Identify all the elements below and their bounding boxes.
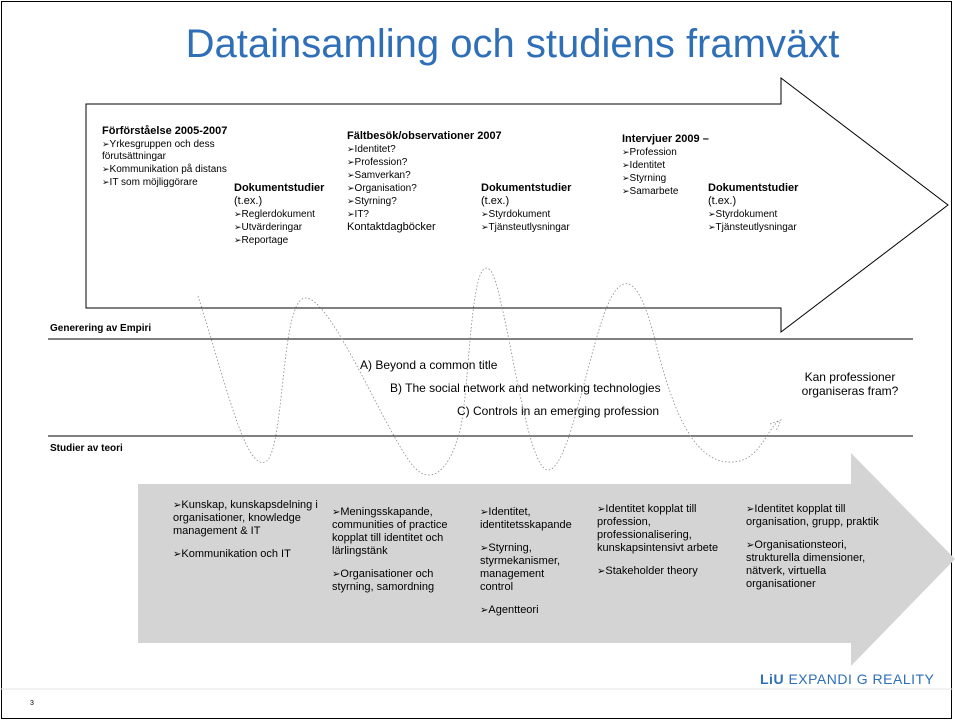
paper-a: A) Beyond a common title — [360, 358, 498, 372]
block-extra: Kontaktdagböcker — [347, 221, 436, 233]
block-sub: (t.ex.) — [708, 195, 737, 207]
empiri-arrow — [85, 76, 949, 334]
theory-item: Organisationer och styrning, samordning — [332, 568, 470, 594]
block-heading: Dokumentstudier — [234, 182, 325, 194]
list-item: Samarbete — [622, 185, 732, 198]
theory-item: Identitet kopplat till profession, profe… — [597, 503, 737, 555]
list-item: Profession? — [347, 156, 517, 169]
slide-title: Datainsamling och studiens framväxt — [185, 22, 840, 66]
theory-item: Styrning, styrmekanismer, management con… — [480, 542, 580, 594]
theory-column-4: Identitet kopplat till profession, profe… — [597, 503, 737, 588]
liu-logo: LiU EXPANDI G REALITY — [760, 671, 934, 687]
block-heading: Fältbesök/observationer 2007 — [347, 130, 502, 142]
list-item: Kommunikation på distans — [102, 163, 232, 176]
theory-item: Identitet, identitetsskapande — [480, 506, 580, 532]
band-label-teori: Studier av teori — [50, 443, 123, 454]
logo-liu: LiU — [760, 671, 785, 687]
list-item: Tjänsteutlysningar — [708, 221, 818, 234]
theory-column-1: Kunskap, kunskapsdelning i organisatione… — [173, 499, 323, 571]
theory-item: Meningsskapande, communities of practice… — [332, 506, 470, 558]
logo-tagline: EXPANDI G REALITY — [788, 671, 935, 687]
block-dokumentstudier-2: Dokumentstudier (t.ex.) Styrdokument Tjä… — [481, 182, 591, 234]
question-text: Kan professioner organiseras fram? — [801, 370, 899, 398]
block-sub: (t.ex.) — [234, 195, 263, 207]
theory-item: Kommunikation och IT — [173, 548, 323, 561]
list-item: Styrning — [622, 172, 732, 185]
wave-line — [197, 267, 781, 476]
page-number: 3 — [30, 700, 34, 707]
block-heading: Dokumentstudier — [481, 182, 572, 194]
list-item: Styrdokument — [708, 208, 818, 221]
list-item: Yrkesgruppen och dess förutsättningar — [102, 138, 232, 163]
block-heading: Intervjuer 2009 – — [622, 133, 709, 145]
list-item: Styrdokument — [481, 208, 591, 221]
theory-item: Stakeholder theory — [597, 565, 737, 578]
theory-column-2: Meningsskapande, communities of practice… — [332, 506, 470, 604]
block-forforstaelse: Förförståelse 2005-2007 Yrkesgruppen och… — [102, 125, 232, 189]
list-item: Samverkan? — [347, 169, 517, 182]
band-label-empiri: Generering av Empiri — [50, 323, 152, 334]
block-dokumentstudier-1: Dokumentstudier (t.ex.) Reglerdokument U… — [234, 182, 344, 247]
theory-column-3: Identitet, identitetsskapande Styrning, … — [480, 506, 580, 627]
theory-item: Kunskap, kunskapsdelning i organisatione… — [173, 499, 323, 538]
block-dokumentstudier-3: Dokumentstudier (t.ex.) Styrdokument Tjä… — [708, 182, 818, 234]
list-item: Styrning? — [347, 195, 517, 208]
list-item: Reglerdokument — [234, 208, 344, 221]
wave-arrow-head — [769, 419, 782, 432]
list-item: Organisation? — [347, 182, 517, 195]
list-item: IT? — [347, 208, 517, 221]
theory-column-5: Identitet kopplat till organisation, gru… — [746, 503, 896, 601]
block-sub: (t.ex.) — [481, 195, 510, 207]
block-intervjuer: Intervjuer 2009 – Profession Identitet S… — [622, 133, 732, 198]
list-item: Tjänsteutlysningar — [481, 221, 591, 234]
theory-item: Agentteori — [480, 604, 580, 617]
list-item: IT som möjliggörare — [102, 176, 232, 189]
list-item: Identitet — [622, 159, 732, 172]
list-item: Identitet? — [347, 143, 517, 156]
block-heading: Dokumentstudier — [708, 182, 799, 194]
block-faltbesok: Fältbesök/observationer 2007 Identitet? … — [347, 130, 517, 234]
paper-c: C) Controls in an emerging profession — [457, 404, 660, 418]
paper-b: B) The social network and networking tec… — [390, 381, 661, 395]
list-item: Utvärderingar — [234, 221, 344, 234]
list-item: Profession — [622, 146, 732, 159]
list-item: Reportage — [234, 234, 344, 247]
theory-item: Organisationsteori, strukturella dimensi… — [746, 539, 896, 591]
block-heading: Förförståelse 2005-2007 — [102, 125, 228, 137]
theory-item: Identitet kopplat till organisation, gru… — [746, 503, 896, 529]
